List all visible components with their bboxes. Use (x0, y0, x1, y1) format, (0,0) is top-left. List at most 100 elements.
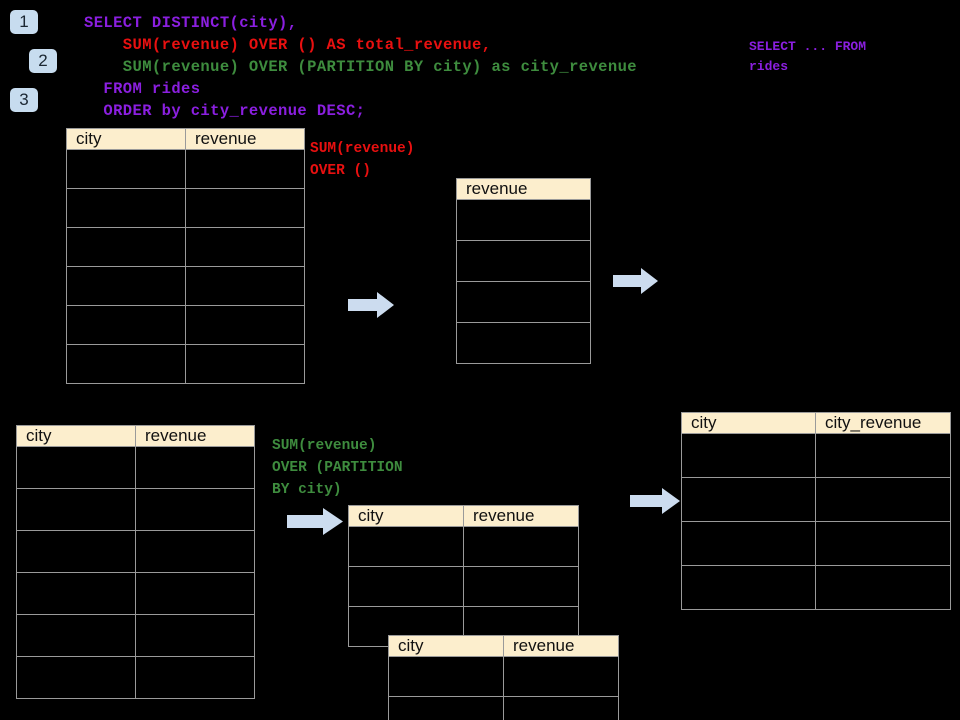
table-row (456, 199, 591, 241)
table-row (66, 149, 305, 189)
table-row (66, 188, 305, 228)
column-header-revenue: revenue (135, 425, 255, 447)
cell-city (681, 477, 816, 522)
cell-city (681, 521, 816, 566)
table-row (456, 240, 591, 282)
cell-revenue (135, 614, 255, 657)
sql-line-sum-over-partition: SUM(revenue) OVER (PARTITION BY city) as… (84, 58, 637, 76)
cell-city (66, 344, 186, 384)
cell-city (16, 614, 136, 657)
table-row (681, 565, 951, 610)
table-city-revenue-result: city city_revenue (681, 412, 951, 610)
table-header-row: revenue (456, 178, 591, 200)
cell-revenue (185, 305, 305, 345)
table-row (456, 322, 591, 364)
sql-line-order-by: ORDER by city_revenue DESC; (84, 102, 366, 120)
table-row (16, 446, 255, 489)
sql-line-select-distinct: SELECT DISTINCT(city), (84, 14, 298, 32)
table-header-row: city revenue (348, 505, 579, 527)
table-row (456, 281, 591, 323)
table-row (16, 572, 255, 615)
cell-revenue (463, 526, 579, 567)
cell-city (66, 266, 186, 306)
table-header-row: city city_revenue (681, 412, 951, 434)
column-header-city: city (66, 128, 186, 150)
cell-revenue (135, 446, 255, 489)
table-row (348, 566, 579, 607)
column-header-city: city (388, 635, 504, 657)
table-row (66, 344, 305, 384)
cell-city (348, 566, 464, 607)
cell-city-revenue (815, 433, 951, 478)
step-badge-2: 2 (29, 49, 57, 73)
cell-city (388, 696, 504, 720)
cell-revenue (135, 530, 255, 573)
table-partition-back: city revenue (348, 505, 579, 647)
cell-revenue (503, 696, 619, 720)
table-rides-source-bottom: city revenue (16, 425, 255, 699)
table-row (66, 227, 305, 267)
step-badge-3: 3 (10, 88, 38, 112)
table-row (16, 656, 255, 699)
column-header-revenue: revenue (456, 178, 591, 200)
callout-select-from-rides: SELECT ... FROM rides (749, 39, 867, 74)
cell-revenue (185, 266, 305, 306)
cell-revenue (185, 149, 305, 189)
cell-revenue (135, 488, 255, 531)
cell-revenue (463, 566, 579, 607)
cell-revenue (185, 227, 305, 267)
cell-city (681, 565, 816, 610)
cell-city (66, 149, 186, 189)
column-header-city: city (681, 412, 816, 434)
cell-city-revenue (815, 565, 951, 610)
table-rides-source-top: city revenue (66, 128, 305, 384)
table-row (66, 266, 305, 306)
table-row (681, 521, 951, 566)
cell-city (66, 188, 186, 228)
table-row (16, 488, 255, 531)
table-row (66, 305, 305, 345)
column-header-city-revenue: city_revenue (815, 412, 951, 434)
cell-city (16, 488, 136, 531)
table-header-row: city revenue (16, 425, 255, 447)
step-badge-1: 1 (10, 10, 38, 34)
cell-city (66, 305, 186, 345)
cell-city (388, 656, 504, 697)
column-header-city: city (16, 425, 136, 447)
cell-city (348, 526, 464, 567)
callout-sum-over-empty: SUM(revenue) OVER () (310, 141, 415, 179)
column-header-revenue: revenue (503, 635, 619, 657)
cell-revenue (135, 572, 255, 615)
cell-city (66, 227, 186, 267)
table-total-revenue: revenue (456, 178, 591, 364)
cell-revenue (185, 188, 305, 228)
table-row (388, 696, 619, 720)
table-partition-front: city revenue (388, 635, 619, 720)
cell-revenue (456, 199, 591, 241)
table-row (388, 656, 619, 697)
table-header-row: city revenue (66, 128, 305, 150)
cell-city (16, 530, 136, 573)
table-header-row: city revenue (388, 635, 619, 657)
arrow-total-to-result-icon (613, 268, 658, 294)
cell-city (681, 433, 816, 478)
column-header-revenue: revenue (463, 505, 579, 527)
table-row (681, 477, 951, 522)
callout-sum-over-partition: SUM(revenue) OVER (PARTITION BY city) (272, 438, 403, 498)
table-row (681, 433, 951, 478)
arrow-partition-to-result-icon (630, 488, 680, 514)
cell-revenue (185, 344, 305, 384)
cell-revenue (456, 281, 591, 323)
sql-line-from-rides: FROM rides (84, 80, 201, 98)
arrow-source-to-partition-icon (287, 508, 343, 535)
table-row (16, 614, 255, 657)
sql-line-sum-over-empty: SUM(revenue) OVER () AS total_revenue, (84, 36, 492, 54)
arrow-source-to-total-icon (348, 292, 394, 318)
cell-city-revenue (815, 521, 951, 566)
cell-city (16, 446, 136, 489)
table-row (348, 526, 579, 567)
cell-city-revenue (815, 477, 951, 522)
cell-revenue (135, 656, 255, 699)
column-header-city: city (348, 505, 464, 527)
